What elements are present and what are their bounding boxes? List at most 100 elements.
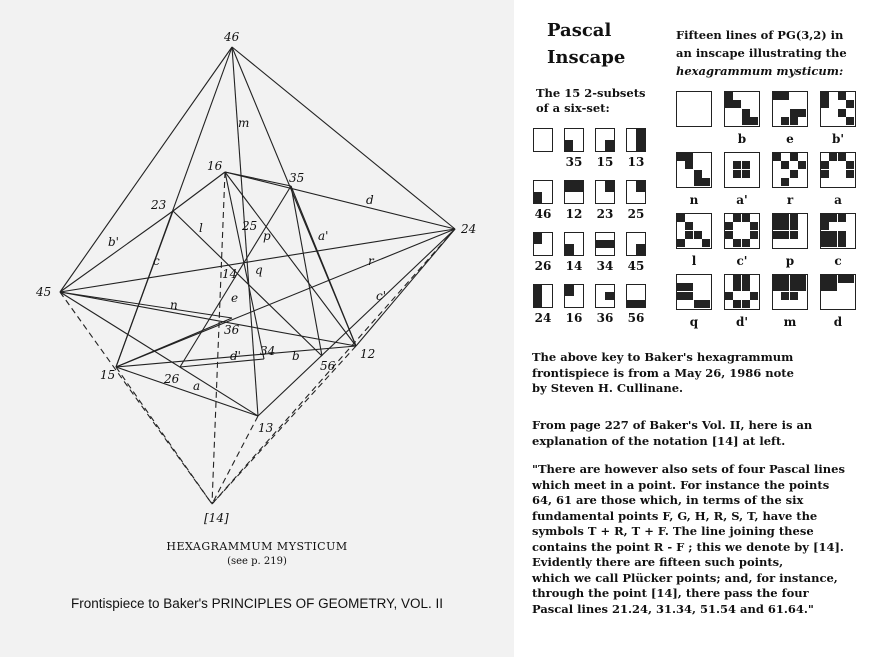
subset-box <box>626 284 646 308</box>
subset-label: 35 <box>565 155 583 169</box>
pg-line-box <box>820 152 856 188</box>
pascal-line-segment <box>59 291 357 347</box>
diagram-caption: HEXAGRAMMUM MYSTICUM <box>166 540 348 553</box>
quote-line: which we call Plücker points; and, for i… <box>532 570 838 585</box>
line-label: n <box>170 298 178 312</box>
quote-line: which meet in a point. For instance the … <box>532 477 830 492</box>
subset-label: 15 <box>596 155 614 169</box>
plucker-dashed-line <box>59 291 213 505</box>
subset-label: 13 <box>627 155 645 169</box>
pg-line-box <box>772 91 808 127</box>
pascal-line-segment <box>115 210 174 368</box>
quote-line: 64, 61 are those which, in terms of the … <box>532 493 804 507</box>
line-label: a' <box>318 229 328 243</box>
pg-line-label: c' <box>736 254 748 268</box>
point-label: 46 <box>223 30 240 44</box>
point-label: 23 <box>150 198 167 212</box>
point-label: 35 <box>289 171 304 185</box>
plucker-dashed-line <box>211 415 259 505</box>
diagram-caption-sub: (see p. 219) <box>227 556 287 567</box>
subset-box <box>626 180 646 204</box>
line-label: e <box>231 291 238 305</box>
pg-line-label: l <box>691 254 697 268</box>
pg-line-box <box>724 274 760 310</box>
subset-box <box>564 284 584 308</box>
plucker-dashed-line <box>211 345 357 505</box>
page-note: From page 227 of Baker's Vol. II, here i… <box>532 418 868 449</box>
line-label: d <box>366 193 374 207</box>
line-label: r <box>368 254 375 268</box>
pg-heading-2: an inscape illustrating the <box>676 46 847 60</box>
pascal-line-segment <box>115 345 357 368</box>
point-label: 24 <box>460 222 476 236</box>
pg-line-box <box>724 213 760 249</box>
point-label: 25 <box>241 219 257 233</box>
point-label: 26 <box>163 372 180 386</box>
pg-line-label: m <box>783 315 797 329</box>
point-label: 16 <box>207 159 223 173</box>
pg-line-box <box>820 91 856 127</box>
pascal-line-segment <box>59 46 233 293</box>
subset-box <box>626 232 646 256</box>
key-note-line: by Steven H. Cullinane. <box>532 381 684 395</box>
point-label: 14 <box>222 267 237 281</box>
pascal-line-segment <box>224 171 357 347</box>
subset-box <box>564 232 584 256</box>
pascal-line-segment <box>179 358 265 368</box>
pg-line-label: a <box>834 193 842 207</box>
pg-line-label: b' <box>831 132 845 146</box>
line-label: l <box>199 221 203 235</box>
point-label: 56 <box>320 359 336 373</box>
pascal-line-segment <box>224 171 456 230</box>
point-label: 13 <box>258 421 274 435</box>
subset-label: 26 <box>534 259 552 273</box>
pg-line-box <box>772 152 808 188</box>
line-label: c <box>153 254 160 268</box>
pg-line-label: c <box>834 254 842 268</box>
line-label: b <box>292 349 300 363</box>
point-label: 15 <box>100 368 115 382</box>
key-note-line: frontispiece is from a May 26, 1986 note <box>532 365 794 380</box>
pg-line-label: q <box>689 315 699 329</box>
pascal-line-segment <box>115 366 259 417</box>
page-note-line: explanation of the notation [14] at left… <box>532 433 786 448</box>
pg-line-label: d <box>833 315 843 329</box>
subset-label: 56 <box>627 311 645 325</box>
subset-label: 25 <box>627 207 645 221</box>
line-label: p <box>263 229 271 243</box>
subset-box <box>564 128 584 152</box>
pg-line-box <box>676 152 712 188</box>
quote-line: Evidently there are fifteen such points, <box>532 555 784 569</box>
plucker-dashed-line <box>115 366 213 505</box>
subset-label: 12 <box>565 207 583 221</box>
line-label: b' <box>108 235 119 249</box>
line-label: m <box>238 116 249 130</box>
pg-line-box <box>820 213 856 249</box>
quote-line: symbols T + R, T + F. The line joining t… <box>532 524 814 538</box>
plucker-dashed-line <box>211 228 456 505</box>
subset-box <box>626 128 646 152</box>
key-note-line: The above key to Baker's hexagrammum <box>532 350 794 364</box>
subset-label: 24 <box>534 311 552 325</box>
pascal-line-segment <box>290 185 323 357</box>
subset-label: 23 <box>596 207 614 221</box>
pascal-line-segment <box>59 291 259 417</box>
pg-heading-1: Fifteen lines of PG(3,2) in <box>676 28 844 42</box>
pg-line-box <box>772 274 808 310</box>
subsets-heading-2: of a six-set: <box>536 101 610 115</box>
subset-label: 46 <box>534 207 552 221</box>
point-label: 45 <box>35 285 51 299</box>
pg-line-label: a' <box>736 193 748 207</box>
quote-line: "There are however also sets of four Pas… <box>532 462 845 476</box>
pascal-line-segment <box>59 228 456 293</box>
pascal-line-segment <box>59 210 174 293</box>
pascal-line-segment <box>257 228 456 417</box>
pg-line-box <box>820 274 856 310</box>
pg-line-label: r <box>786 193 794 207</box>
subset-box <box>533 180 553 204</box>
quote-line: through the point [14], there pass the f… <box>532 586 809 600</box>
pascal-line-segment <box>179 185 292 368</box>
pascal-line-segment <box>172 171 226 212</box>
point-label: 12 <box>360 347 375 361</box>
